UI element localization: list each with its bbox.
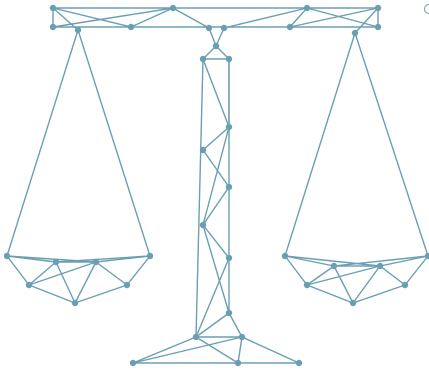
network-edge [203,127,229,225]
network-node [226,124,232,130]
network-edge [242,337,299,363]
network-node [193,334,199,340]
network-node [282,253,288,259]
network-node [221,25,227,31]
network-node [26,282,32,288]
network-edge [29,262,56,285]
network-edge [127,256,150,285]
network-node [377,263,383,269]
network-node [350,300,356,306]
network-node [200,222,206,228]
network-edge [353,285,405,303]
network-edge [96,262,127,285]
network-node [352,30,358,36]
network-node [239,334,245,340]
network-node [226,184,232,190]
network-node [130,360,136,366]
network-node [170,5,176,11]
network-node [226,255,232,261]
network-node [72,300,78,306]
network-node [375,5,381,11]
network-edge [203,225,229,258]
network-node [50,24,56,30]
network-edge [196,59,203,337]
network-node [75,27,81,33]
network-edge [78,30,150,256]
network-node [4,253,10,259]
network-edge [203,59,229,127]
network-edge [196,337,238,363]
network-edge [238,337,242,363]
network-node [375,24,381,30]
network-edge [7,256,29,285]
network-node [331,263,337,269]
network-edge [203,150,229,187]
corner-ring-icon [424,4,429,14]
network-lines [7,8,428,363]
network-edge [285,33,355,256]
network-edge [203,187,229,225]
network-node [213,43,219,49]
network-node [200,147,206,153]
network-edge [229,313,242,337]
network-edge [334,266,353,303]
network-node [226,56,232,62]
network-node [296,360,302,366]
network-edge [380,266,405,285]
network-node [124,282,130,288]
network-node [206,25,212,31]
network-node [53,259,59,265]
network-node [304,282,310,288]
network-edge [355,33,428,256]
network-node [226,310,232,316]
network-edge [7,30,78,256]
network-node [304,5,310,11]
network-node [147,253,153,259]
network-node [128,24,134,30]
network-node [93,259,99,265]
network-edge [173,8,209,28]
network-node [50,5,56,11]
network-node [402,282,408,288]
network-edge [307,285,353,303]
network-node [235,360,241,366]
network-node [287,24,293,30]
network-edge [224,8,307,28]
network-edge [203,127,229,150]
network-node [200,56,206,62]
